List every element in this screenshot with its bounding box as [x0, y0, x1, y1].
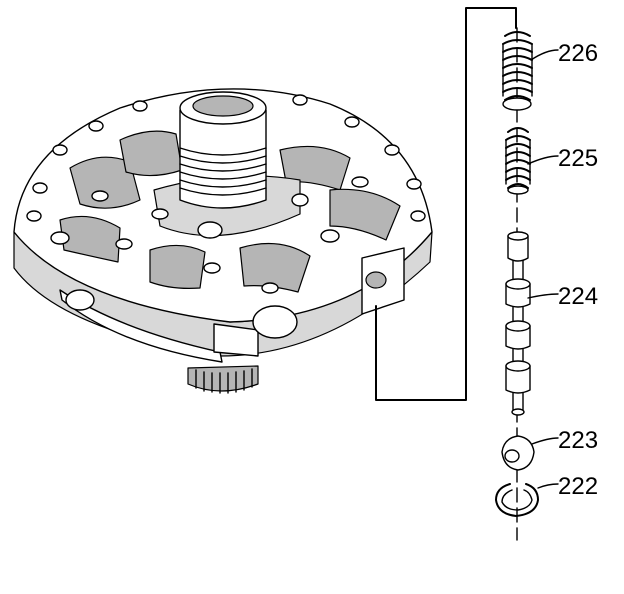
- spring-226: [502, 31, 533, 111]
- label-224: 224: [558, 283, 598, 310]
- label-226: 226: [558, 40, 598, 67]
- rim-holes: [26, 94, 426, 294]
- front-pad: [213, 323, 259, 357]
- spline-shaft: [187, 365, 259, 394]
- label-225: 225: [558, 145, 598, 172]
- spring-225: [505, 127, 531, 195]
- pump-body: [13, 88, 433, 394]
- pump-lower-wall: [59, 289, 223, 363]
- valve-spool-224: [505, 231, 531, 416]
- bore-connection-line: [375, 7, 517, 401]
- leader-225: [527, 155, 559, 165]
- leader-222: [537, 483, 559, 489]
- threaded-hub: [179, 91, 267, 209]
- label-222: 222: [558, 473, 598, 500]
- leader-226: [530, 49, 559, 61]
- leader-223: [531, 437, 559, 445]
- valve-plug-223: [501, 435, 535, 471]
- label-223: 223: [558, 427, 598, 454]
- valve-bore-housing: [361, 247, 405, 315]
- leader-224: [527, 293, 559, 299]
- retaining-ring-222: [495, 483, 539, 517]
